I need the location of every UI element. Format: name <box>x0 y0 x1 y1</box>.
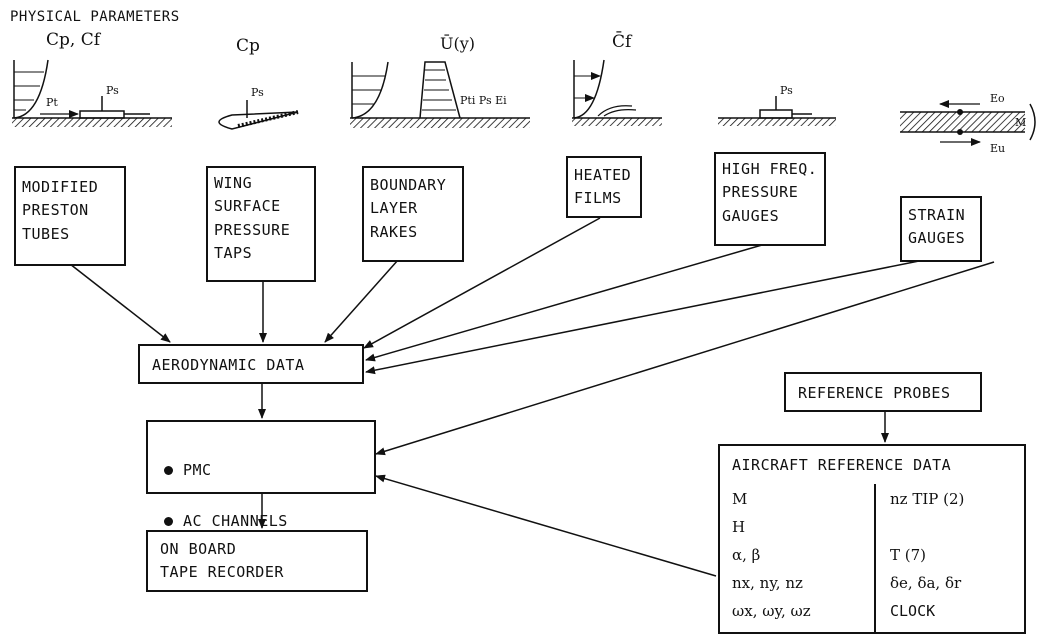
page-title: PHYSICAL PARAMETERS <box>10 9 180 25</box>
hfp-ps-label: Ps <box>780 84 793 97</box>
connector <box>375 474 717 577</box>
pmc-list: PMC AC CHANNELS <box>164 432 288 560</box>
connector <box>69 263 171 343</box>
ref-right-item: T (7) <box>890 546 927 564</box>
pmc-item: AC CHANNELS <box>164 509 288 535</box>
hfp-sketch <box>718 96 836 126</box>
connector <box>375 261 995 456</box>
preston-ps-label: Ps <box>106 84 119 97</box>
strain-box-text: STRAIN GAUGES <box>908 206 966 248</box>
reference-probes-box: REFERENCE PROBES <box>784 372 982 412</box>
aerodynamic-data-box: AERODYNAMIC DATA <box>138 344 364 384</box>
connector <box>363 217 601 349</box>
preston-pt-label: Pt <box>46 96 58 109</box>
tape-recorder-label: ON BOARD TAPE RECORDER <box>160 540 284 582</box>
rake-side-label: Pti Ps Ei <box>460 94 507 107</box>
preston-box-text: MODIFIED PRESTON TUBES <box>22 178 99 243</box>
wing-ps-label: Ps <box>251 86 264 99</box>
connector <box>324 259 399 343</box>
films-top-label: C̄f <box>612 32 632 52</box>
preston-box: MODIFIED PRESTON TUBES <box>14 166 126 266</box>
tape-recorder-box: ON BOARD TAPE RECORDER <box>146 530 368 592</box>
rakes-box: BOUNDARY LAYER RAKES <box>362 166 464 262</box>
preston-sketch <box>12 59 172 127</box>
rakes-box-text: BOUNDARY LAYER RAKES <box>370 176 447 241</box>
ref-right-item: nz TIP (2) <box>890 490 965 508</box>
bullet-icon <box>164 465 173 475</box>
bullet-icon <box>164 516 173 526</box>
wing-top-label: Cp <box>236 36 260 56</box>
films-box-text: HEATED FILMS <box>574 166 632 208</box>
strain-m-label: M <box>1015 116 1027 129</box>
aircraft-reference-left: M H α, β nx, ny, nz ωx, ωy, ωz <box>732 490 811 630</box>
ref-right-item: δe, δa, δr <box>890 574 962 592</box>
ref-left-item: nx, ny, nz <box>732 574 803 592</box>
rake-sketch <box>350 61 530 128</box>
ref-left-item: M <box>732 490 748 508</box>
wing-sketch <box>218 100 299 130</box>
strain-eu-label: Eu <box>990 142 1006 155</box>
connector <box>365 259 925 375</box>
ref-left-item: H <box>732 518 746 536</box>
ref-left-item: ωx, ωy, ωz <box>732 602 811 620</box>
preston-top-label: Cp, Cf <box>46 30 100 50</box>
aerodynamic-data-label: AERODYNAMIC DATA <box>152 356 305 374</box>
pmc-item: PMC <box>164 458 288 484</box>
pmc-box: PMC AC CHANNELS <box>146 420 376 530</box>
films-box: HEATED FILMS <box>566 156 642 218</box>
hfp-box-text: HIGH FREQ. PRESSURE GAUGES <box>722 160 818 225</box>
strain-eo-label: Eo <box>990 92 1005 105</box>
films-sketch <box>572 59 662 126</box>
hfp-box: HIGH FREQ. PRESSURE GAUGES <box>714 152 826 246</box>
connector <box>365 244 763 362</box>
wing-taps-box: WING SURFACE PRESSURE TAPS <box>206 166 316 282</box>
reference-probes-label: REFERENCE PROBES <box>798 384 951 402</box>
rake-top-label: Ū(y) <box>440 34 476 53</box>
ref-right-item: CLOCK <box>890 602 936 620</box>
aircraft-reference-title: AIRCRAFT REFERENCE DATA <box>732 456 952 474</box>
strain-box: STRAIN GAUGES <box>900 196 982 262</box>
ref-left-item: α, β <box>732 546 761 564</box>
aircraft-reference-right: nz TIP (2) T (7) δe, δa, δr CLOCK <box>890 490 964 630</box>
wing-taps-box-text: WING SURFACE PRESSURE TAPS <box>214 174 291 262</box>
strain-sketch <box>900 100 1036 146</box>
aircraft-reference-box: AIRCRAFT REFERENCE DATA M H α, β nx, ny,… <box>718 444 1026 634</box>
divider <box>874 484 876 632</box>
